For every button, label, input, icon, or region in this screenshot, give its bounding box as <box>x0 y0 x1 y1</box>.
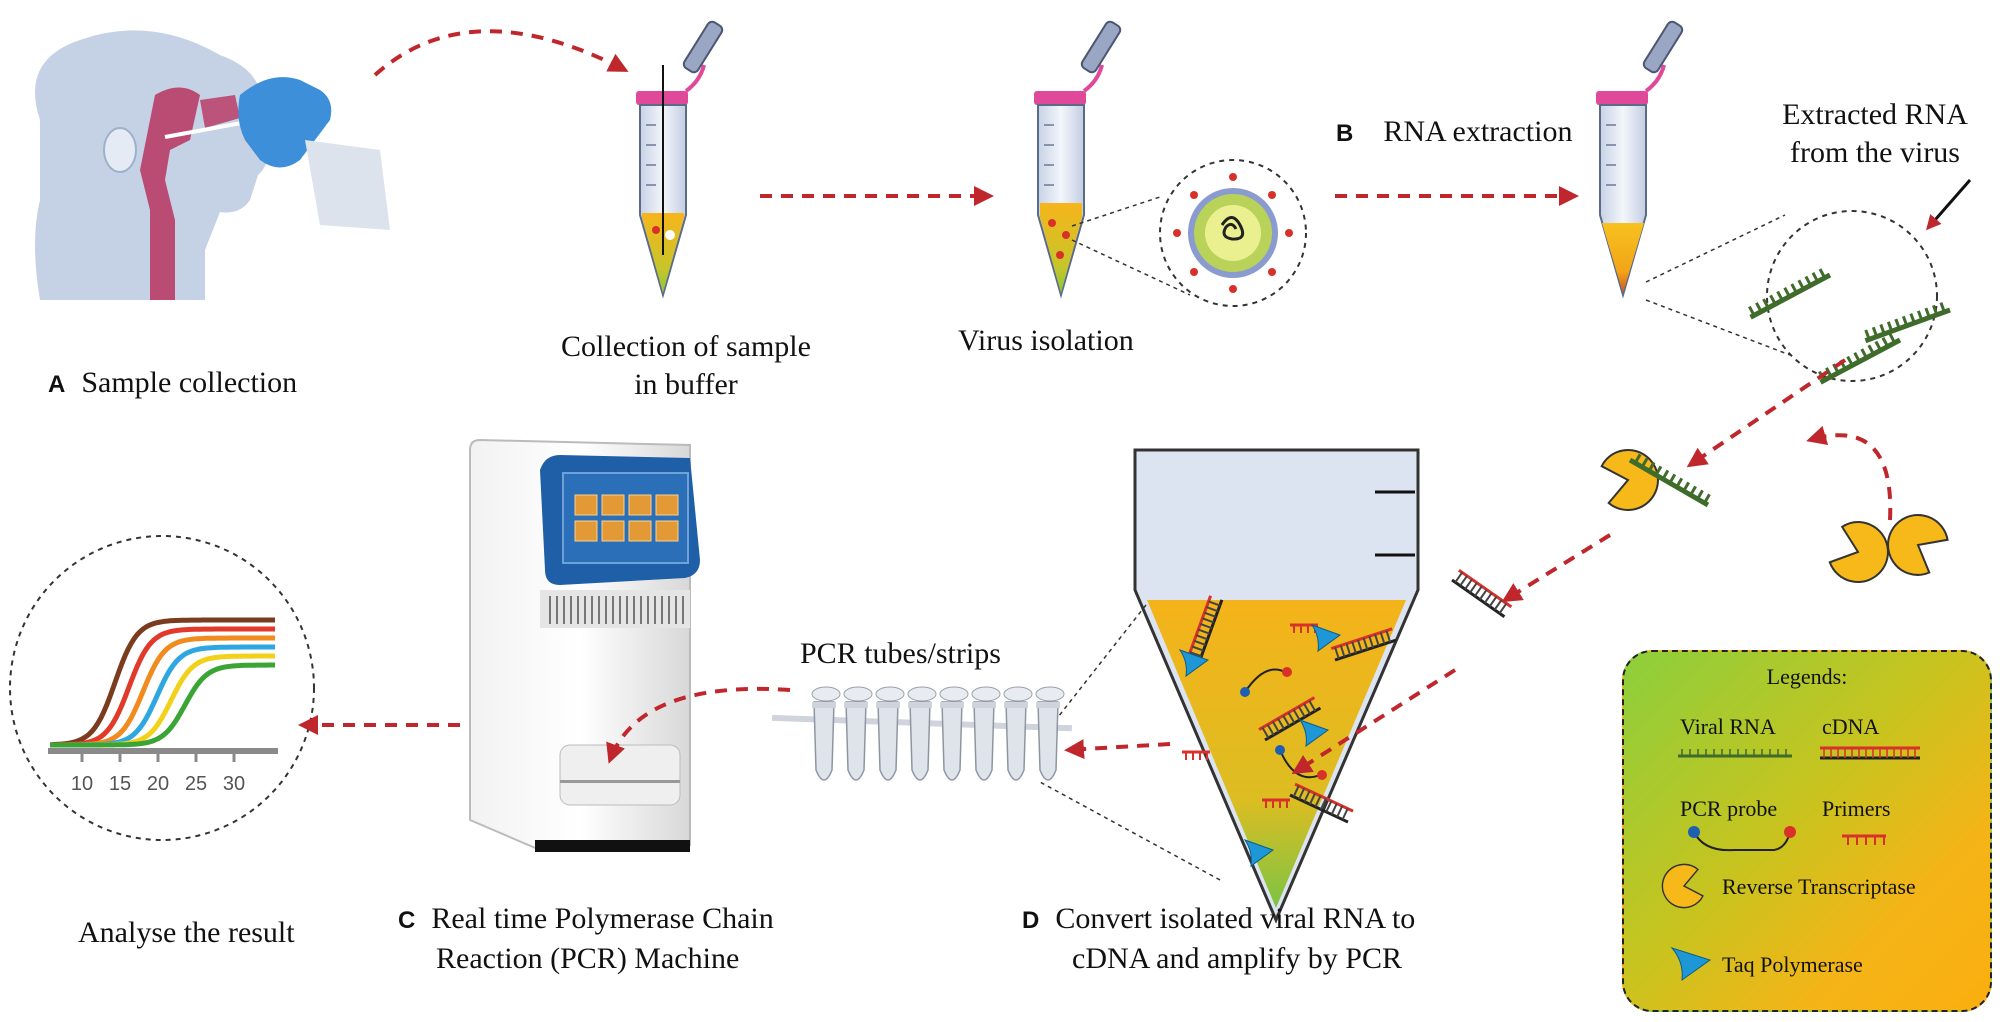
legend-pcr-probe-symbol <box>1688 826 1796 852</box>
extracted-line2: from the virus <box>1790 136 1960 169</box>
analyse-result-label: Analyse the result <box>78 916 295 949</box>
step-c-line1: Real time Polymerase Chain <box>431 902 774 935</box>
screen-well-cell <box>628 494 652 516</box>
legend-pcr-probe: PCR probe <box>1680 796 1778 821</box>
x-tick-label: 10 <box>71 773 93 795</box>
cdna-duplex <box>1450 568 1513 619</box>
screen-well-cell <box>601 494 625 516</box>
reverse-transcriptase-binding <box>1592 440 1954 588</box>
legend-viral-rna-symbol <box>1678 749 1792 758</box>
screen-well-cell <box>574 494 598 516</box>
legend-box: Legends: Viral RNA cDNA PCR probe Primer… <box>1622 650 1992 1012</box>
arrow-a-to-tube <box>373 29 629 77</box>
legend-cdna-symbol <box>1820 746 1920 760</box>
pcr-strip-tube <box>1035 686 1065 781</box>
screen-well-cell <box>601 520 625 542</box>
step-d-line1: Convert isolated viral RNA to <box>1055 902 1416 935</box>
step-a-letter: A <box>48 371 66 398</box>
x-tick-label: 20 <box>147 773 169 795</box>
legend-primers: Primers <box>1822 796 1891 821</box>
legend-symbols <box>1661 746 1920 982</box>
pcr-strip-tube <box>1003 686 1033 781</box>
sample-tube-3 <box>1594 17 1687 298</box>
step-d-label: D Convert isolated viral RNA to cDNA and … <box>1022 900 1415 978</box>
step-b-text: RNA extraction <box>1383 115 1573 148</box>
sample-tube-1 <box>634 17 727 298</box>
screen-well-cell <box>655 520 679 542</box>
legend-reverse-transcriptase: Reverse Transcriptase <box>1722 874 1916 899</box>
x-tick-label: 15 <box>109 773 131 795</box>
arrow-to-pcr-tubes <box>1064 739 1171 760</box>
step-c-line2: Reaction (PCR) Machine <box>436 942 740 975</box>
legend-taq-polymerase: Taq Polymerase <box>1722 952 1863 977</box>
step-c-letter: C <box>398 907 416 934</box>
reaction-tube-large <box>1039 448 1420 924</box>
sample-tube-2 <box>1032 17 1125 298</box>
arrow-enzyme-recycle <box>1806 425 1893 521</box>
legend-primers-symbol <box>1842 834 1886 845</box>
screen-well-cell <box>628 520 652 542</box>
collection-line1: Collection of sample <box>561 330 811 363</box>
legend-reverse-transcriptase-symbol <box>1661 863 1704 909</box>
x-tick-label: 30 <box>223 773 245 795</box>
extracted-rna-zoom-circle <box>1645 179 1972 382</box>
pcr-tubes-label: PCR tubes/strips <box>800 637 1001 670</box>
collection-line2: in buffer <box>634 368 738 401</box>
pcr-machine <box>469 438 700 852</box>
step-d-letter: D <box>1022 907 1040 934</box>
flow-arrows <box>298 29 1893 775</box>
pcr-strip-tube <box>939 686 969 781</box>
step-b-letter: B <box>1336 120 1354 147</box>
arrow-into-tube <box>1291 668 1457 775</box>
pcr-strip-tube <box>971 686 1001 781</box>
pcr-strip-tube <box>811 686 841 781</box>
extracted-rna-label: Extracted RNA from the virus <box>1742 96 2008 172</box>
pcr-strip-tube <box>875 686 905 781</box>
collection-label: Collection of sample in buffer <box>526 328 846 404</box>
step-d-line2: cDNA and amplify by PCR <box>1072 942 1402 975</box>
arrow-to-cdna <box>1501 533 1612 603</box>
amplification-curve-6 <box>50 662 275 748</box>
screen-well-cell <box>574 520 598 542</box>
arrow-to-enzyme <box>1686 358 1847 468</box>
screen-well-cell <box>655 494 679 516</box>
legend-taq-polymerase-symbol <box>1670 946 1712 982</box>
virus-isolation-label: Virus isolation <box>958 324 1134 357</box>
step-c-label: C Real time Polymerase Chain Reaction (PC… <box>398 900 774 978</box>
pcr-strip-tube <box>843 686 873 781</box>
step-a-text: Sample collection <box>81 366 298 399</box>
amplification-curve-1 <box>49 617 275 748</box>
result-amplification-plot: 10 15 20 25 30 <box>9 535 315 841</box>
sample-collection-illustration <box>35 30 390 301</box>
legend-viral-rna: Viral RNA <box>1680 714 1776 739</box>
extracted-line1: Extracted RNA <box>1782 98 1968 131</box>
legend-cdna: cDNA <box>1822 714 1880 739</box>
pcr-strip-tube <box>907 686 937 781</box>
legend-title: Legends: <box>1766 664 1848 689</box>
virus-zoom-circle <box>1071 159 1307 307</box>
step-b-label: B RNA extraction <box>1336 113 1572 153</box>
pcr-tube-strip <box>771 686 1073 781</box>
x-tick-label: 25 <box>185 773 207 795</box>
step-a-label: A Sample collection <box>48 364 297 404</box>
